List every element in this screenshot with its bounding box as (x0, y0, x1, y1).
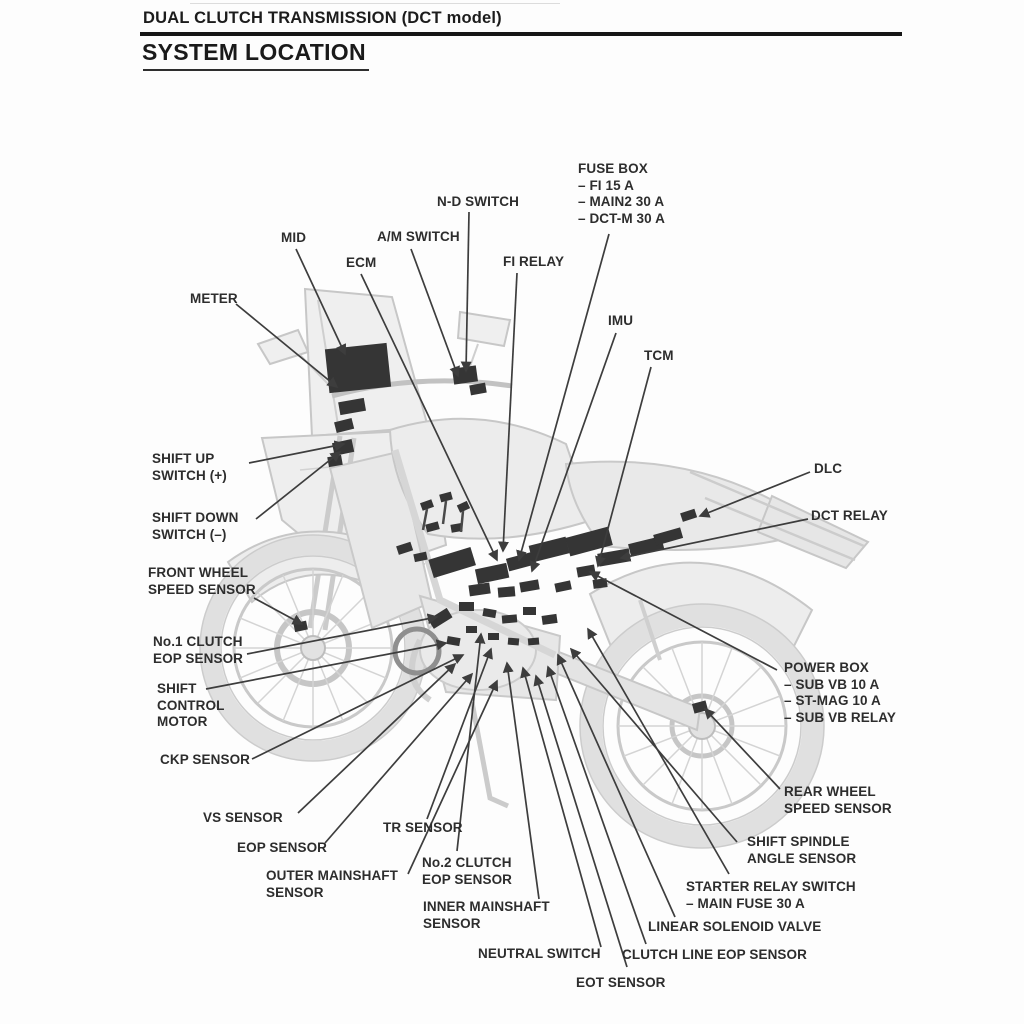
leader-shift-down (255, 450, 342, 520)
leader-clutch-line (545, 665, 647, 945)
component-cluster (293, 342, 709, 714)
label-no1-clutch-eop-sensor: No.1 CLUTCH EOP SENSOR (153, 634, 244, 666)
label-front-wheel-speed-sensor: FRONT WHEEL SPEED SENSOR (148, 565, 256, 597)
label-dlc: DLC (814, 461, 843, 476)
label-shift-control-motor: SHIFT CONTROL MOTOR (157, 681, 225, 729)
label-inner-mainshaft-sensor: INNER MAINSHAFT SENSOR (423, 899, 550, 931)
label-tcm: TCM (644, 348, 674, 363)
leader-shift-up (248, 440, 346, 464)
label-shift-spindle-angle-sensor: SHIFT SPINDLE ANGLE SENSOR (747, 834, 857, 866)
label-fi-relay: FI RELAY (503, 254, 565, 269)
leader-eop (324, 672, 474, 844)
title-rule (143, 69, 369, 71)
label-dct-relay: DCT RELAY (811, 508, 888, 523)
label-eop-sensor: EOP SENSOR (237, 840, 328, 855)
leader-ckp (251, 654, 465, 760)
label-meter: METER (190, 291, 238, 306)
label-shift-up-switch: SHIFT UP SWITCH (+) (152, 451, 227, 483)
label-nd-switch: N-D SWITCH (437, 194, 519, 209)
leader-linear-solenoid (556, 653, 676, 918)
leader-dct-relay (619, 518, 809, 562)
label-shift-down-switch: SHIFT DOWN SWITCH (–) (152, 510, 239, 542)
leader-eot (533, 674, 628, 968)
leader-mid (295, 248, 347, 356)
leader-tcm (595, 366, 652, 568)
label-tr-sensor: TR SENSOR (383, 820, 463, 835)
leader-tr (426, 647, 493, 820)
label-neutral-switch: NEUTRAL SWITCH (478, 946, 601, 961)
label-fuse-box: FUSE BOX – FI 15 A – MAIN2 30 A – DCT-M … (578, 161, 665, 226)
label-mid: MID (281, 230, 307, 245)
label-outer-mainshaft-sensor: OUTER MAINSHAFT SENSOR (266, 868, 398, 900)
leader-outer-mainshaft (407, 679, 499, 875)
leader-fuse-box (516, 233, 610, 562)
label-ckp-sensor: CKP SENSOR (160, 752, 251, 767)
leader-neutral (520, 666, 602, 948)
leader-no1-clutch (246, 613, 439, 655)
chapter-title: DUAL CLUTCH TRANSMISSION (DCT model) (143, 9, 502, 27)
leader-front-wheel-sensor (253, 597, 304, 625)
leader-dlc (698, 471, 811, 518)
leader-meter (235, 303, 339, 389)
label-clutch-line-eop-sensor: CLUTCH LINE EOP SENSOR (622, 947, 807, 962)
label-rear-wheel-speed-sensor: REAR WHEEL SPEED SENSOR (784, 784, 892, 816)
leader-power-box (588, 571, 778, 671)
label-am-switch: A/M SWITCH (377, 229, 460, 244)
label-vs-sensor: VS SENSOR (203, 810, 283, 825)
label-linear-solenoid-valve: LINEAR SOLENOID VALVE (648, 919, 822, 934)
leader-shift-control-motor (205, 639, 448, 690)
motorcycle-illustration (199, 287, 870, 849)
leader-inner-mainshaft (502, 661, 540, 900)
leader-am-switch (410, 248, 460, 378)
leader-shift-spindle (569, 647, 738, 843)
page-title: SYSTEM LOCATION (142, 39, 366, 65)
leader-imu (529, 332, 617, 573)
label-imu: IMU (608, 313, 634, 328)
leader-vs (297, 662, 457, 814)
leader-ecm (360, 273, 498, 562)
leader-no2-clutch (456, 632, 486, 852)
label-ecm: ECM (346, 255, 377, 270)
label-no2-clutch-eop-sensor: No.2 CLUTCH EOP SENSOR (422, 855, 513, 887)
header-rule (140, 32, 902, 36)
leader-lines (205, 211, 811, 968)
leader-rear-wheel-sensor (703, 707, 781, 790)
leader-nd-switch (460, 211, 472, 373)
label-starter-relay-switch: STARTER RELAY SWITCH – MAIN FUSE 30 A (686, 879, 856, 911)
label-power-box: POWER BOX – SUB VB 10 A – ST-MAG 10 A – … (784, 660, 896, 725)
leader-fi-relay (497, 272, 518, 553)
label-eot-sensor: EOT SENSOR (576, 975, 666, 990)
scan-artifact-line (190, 3, 560, 4)
